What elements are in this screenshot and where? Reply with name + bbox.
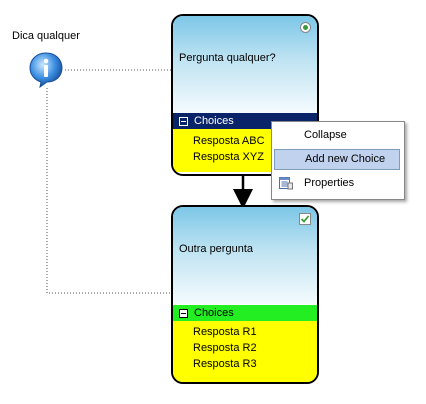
question-1-header: Pergunta qualquer? [173,16,317,113]
info-icon[interactable] [27,51,65,89]
menu-item-label: Add new Choice [305,153,386,165]
collapse-icon[interactable] [179,116,188,126]
properties-icon [279,176,293,190]
checkbox-status-icon [299,213,311,225]
menu-item-add-new-choice[interactable]: Add new Choice [274,149,400,170]
menu-item-label: Properties [304,177,355,189]
question-2-choices-header[interactable]: Choices [173,305,317,321]
question-1-title: Pergunta qualquer? [179,52,276,64]
question-node-2[interactable]: Outra pergunta Choices Resposta R1 Respo… [171,205,319,384]
collapse-icon[interactable] [179,308,188,318]
choice-item[interactable]: Resposta ABC [193,135,265,147]
question-2-title: Outra pergunta [179,243,253,255]
hint-label: Dica qualquer [12,30,80,42]
hint-connector-q2 [46,88,171,294]
context-menu: Collapse Add new Choice Properties [271,121,405,200]
choices-header-label: Choices [194,307,234,319]
menu-item-properties[interactable]: Properties [274,174,400,193]
menu-item-label: Collapse [304,129,347,141]
choices-header-label: Choices [194,115,234,127]
choice-item[interactable]: Resposta XYZ [193,151,264,163]
menu-item-collapse[interactable]: Collapse [274,126,400,145]
question-2-header: Outra pergunta [173,207,317,304]
choice-item[interactable]: Resposta R3 [193,358,257,370]
choice-item[interactable]: Resposta R2 [193,342,257,354]
question-2-choices-list: Resposta R1 Resposta R2 Resposta R3 [173,321,317,382]
choice-item[interactable]: Resposta R1 [193,326,257,338]
radio-status-icon [300,22,311,33]
